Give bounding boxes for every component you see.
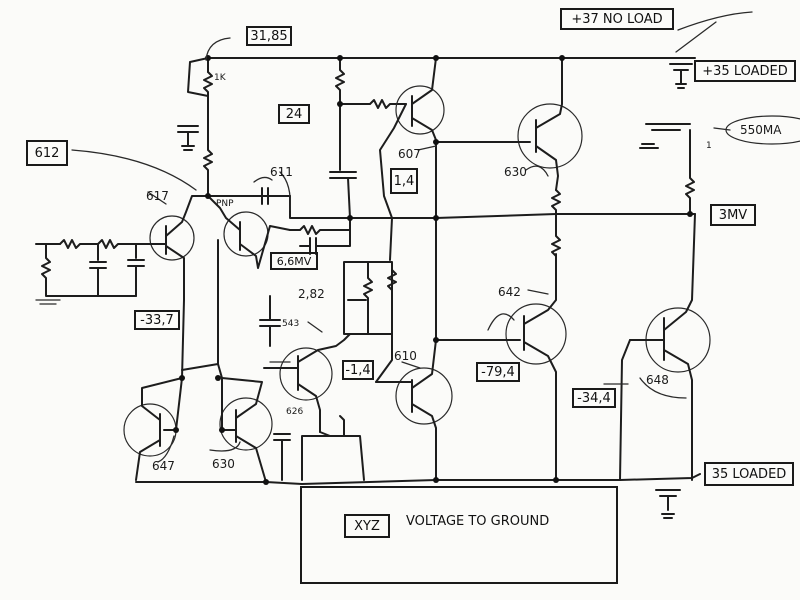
junction-dots [173, 55, 693, 485]
annotation-arrows [71, 11, 753, 463]
transistor-626 [279, 347, 333, 401]
transistor-647-leads [135, 377, 183, 481]
630-top-resistor [551, 189, 561, 215]
label-543: 543 [282, 319, 299, 329]
label-282: 2,82 [298, 287, 325, 301]
transistor-648-leads [629, 213, 696, 481]
box-loaded-positive: +35 LOADED [694, 60, 796, 82]
transistor-626-leads [263, 333, 351, 433]
current-oval [725, 115, 800, 145]
trimmer-right-resistor [375, 269, 397, 383]
input-shunt-cap-1 [89, 243, 107, 297]
transistor-630-bottom-leads [181, 363, 267, 483]
voltage-to-ground-label: VOLTAGE TO GROUND [406, 514, 550, 529]
left-cap [177, 125, 199, 151]
resistor-to-607 [339, 99, 407, 109]
box-minus-34-4: -34,4 [572, 388, 616, 408]
box-3mv: 3MV [710, 204, 756, 226]
transistor-607-leads [411, 57, 437, 219]
label-t611: 611 [270, 165, 293, 179]
transistor-610-leads [375, 217, 437, 481]
label-t630-top: 630 [504, 165, 527, 179]
648-base-feed [619, 339, 631, 481]
transistor-607 [395, 85, 445, 135]
negative-supply-battery [655, 489, 681, 519]
transistor-642-leads [435, 253, 557, 481]
resistor-1k [203, 71, 213, 121]
label-t642: 642 [498, 285, 521, 299]
box-minus-1-4: -1,4 [342, 360, 374, 380]
label-one: 1 [706, 141, 712, 151]
bottom-mid-feeds [175, 239, 223, 431]
transistor-630-bottom [219, 397, 273, 451]
transistor-642 [505, 303, 567, 365]
transistor-611-leads [207, 195, 291, 269]
trim-pot-bottom [301, 415, 365, 481]
transistor-617-leads [149, 195, 209, 379]
box-6-6mv: 6,6MV [270, 252, 318, 270]
trimmer-282-inner [347, 261, 373, 335]
input-resistor-2 [97, 239, 151, 249]
box-loaded-negative: 35 LOADED [704, 462, 794, 486]
label-pnp: PNP [216, 199, 234, 209]
label-t647: 647 [152, 459, 175, 473]
transistor-630-top-leads [435, 57, 563, 191]
box-minus-33-7: -33,7 [134, 310, 180, 330]
box-24: 24 [278, 104, 310, 124]
label-550ma: 550MA [740, 123, 782, 137]
box-no-load: +37 NO LOAD [560, 8, 674, 30]
box-31-85: 31,85 [246, 26, 292, 46]
left-lower-resistor [203, 119, 291, 197]
cap-611 [253, 187, 291, 205]
input-shunt-cap-2 [127, 243, 145, 297]
607-loop [379, 103, 407, 261]
642-resistor [551, 213, 561, 257]
box-1-4: 1,4 [390, 168, 418, 194]
box-minus-79-4: -79,4 [476, 362, 520, 382]
input-shunt-resistor [41, 243, 137, 297]
cap-bottom [259, 295, 291, 481]
label-t610: 610 [394, 349, 417, 363]
input-resistor-1 [59, 239, 99, 249]
bottom-rail [135, 473, 701, 485]
label-t630-bottom: 630 [212, 457, 235, 471]
label-t617: 617 [146, 189, 169, 203]
voltage-to-ground-panel [300, 486, 618, 584]
box-xyz: XYZ [344, 514, 390, 538]
label-t607: 607 [398, 147, 421, 161]
t617-arrow [147, 191, 167, 205]
label-t626: 626 [286, 407, 303, 417]
transistor-630-top [517, 103, 583, 169]
right-top-branch [639, 123, 695, 215]
transistor-610 [395, 367, 453, 425]
box-612: 612 [26, 140, 68, 166]
positive-supply-battery [669, 63, 693, 89]
label-1k: 1K [214, 73, 227, 83]
input-ground [35, 299, 61, 305]
rc-branch [289, 217, 351, 255]
column-24 [329, 57, 357, 219]
transistor-617 [149, 215, 195, 261]
label-t648: 648 [646, 373, 669, 387]
top-left-feed-wire [187, 57, 209, 97]
